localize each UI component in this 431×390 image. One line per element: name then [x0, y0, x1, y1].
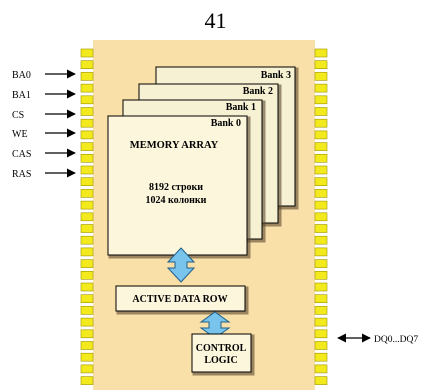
right-pin [314, 270, 328, 280]
right-pin [314, 341, 328, 350]
data-bus: DQ0...DQ7 [337, 333, 418, 345]
active-data-row: ACTIVE DATA ROW [115, 285, 249, 315]
left-pin [80, 72, 94, 81]
right-pin [314, 259, 328, 268]
right-pin [314, 130, 328, 140]
memory-array-rows: 8192 строки [149, 182, 203, 193]
signal-label-ba1: BA1 [12, 90, 31, 101]
left-pin [80, 154, 94, 163]
right-pin [314, 282, 328, 292]
page-number: 41 [204, 8, 227, 33]
right-pin [314, 48, 328, 58]
left-pin [80, 118, 94, 128]
right-pin [314, 306, 328, 315]
right-pin [314, 200, 328, 210]
left-pin [80, 306, 94, 315]
left-pin [80, 294, 94, 304]
active-data-row-label: ACTIVE DATA ROW [132, 294, 227, 305]
right-pin [314, 165, 328, 175]
right-pin [314, 107, 328, 116]
right-pin [314, 142, 328, 151]
left-pin [80, 224, 94, 233]
left-pin [80, 200, 94, 210]
left-pin [80, 317, 94, 327]
signal-label-cs: CS [12, 110, 24, 121]
left-pin [80, 341, 94, 350]
right-pin [314, 247, 328, 257]
left-pin [80, 189, 94, 198]
right-pin [314, 95, 328, 105]
signal-label-ba0: BA0 [12, 70, 31, 81]
left-pin [80, 235, 94, 245]
left-pin [80, 107, 94, 116]
signal-label-cas: CAS [12, 149, 31, 160]
bank-0-label: Bank 0 [211, 118, 241, 129]
array-to-row-arrow [166, 247, 196, 283]
right-pin [314, 352, 328, 362]
left-pin [80, 212, 94, 222]
left-pin [80, 130, 94, 140]
left-pin [80, 177, 94, 186]
right-pin [314, 235, 328, 245]
left-pin [80, 282, 94, 292]
right-pin [314, 329, 328, 339]
right-pin [314, 189, 328, 198]
right-pin [314, 364, 328, 374]
left-pin [80, 247, 94, 257]
bank-0-memory-array: Bank 0 MEMORY ARRAY 8192 строки 1024 кол… [107, 115, 251, 259]
signal-label-we: WE [12, 129, 28, 140]
left-pin [80, 352, 94, 362]
right-pin [314, 224, 328, 233]
control-logic: CONTROL LOGIC [191, 333, 255, 376]
bank-1-label: Bank 1 [226, 102, 256, 113]
memory-array-columns: 1024 колонки [146, 195, 207, 206]
right-pin [314, 294, 328, 304]
right-pin [314, 60, 328, 70]
left-pin [80, 165, 94, 175]
left-pin-column [80, 48, 94, 385]
right-pin [314, 376, 328, 385]
bank-2-label: Bank 2 [243, 86, 273, 97]
memory-array-title: MEMORY ARRAY [130, 140, 219, 151]
data-bus-label: DQ0...DQ7 [374, 335, 418, 345]
bank-3-label: Bank 3 [261, 70, 291, 81]
right-pin-column [314, 48, 328, 385]
left-pin [80, 376, 94, 385]
right-pin [314, 118, 328, 128]
signal-label-ras: RAS [12, 169, 31, 180]
control-logic-line-2: LOGIC [204, 355, 237, 366]
left-pin [80, 270, 94, 280]
left-pin [80, 83, 94, 93]
right-pin [314, 72, 328, 81]
left-pin [80, 364, 94, 374]
right-pin [314, 177, 328, 186]
right-pin [314, 317, 328, 327]
control-logic-line-1: CONTROL [196, 343, 247, 354]
right-pin [314, 83, 328, 93]
right-pin [314, 154, 328, 163]
left-pin [80, 142, 94, 151]
left-pin [80, 48, 94, 58]
left-pin [80, 95, 94, 105]
left-signals: BA0 BA1 CS WE CAS RAS [12, 69, 76, 180]
left-pin [80, 259, 94, 268]
left-pin [80, 329, 94, 339]
left-pin [80, 60, 94, 70]
right-pin [314, 212, 328, 222]
